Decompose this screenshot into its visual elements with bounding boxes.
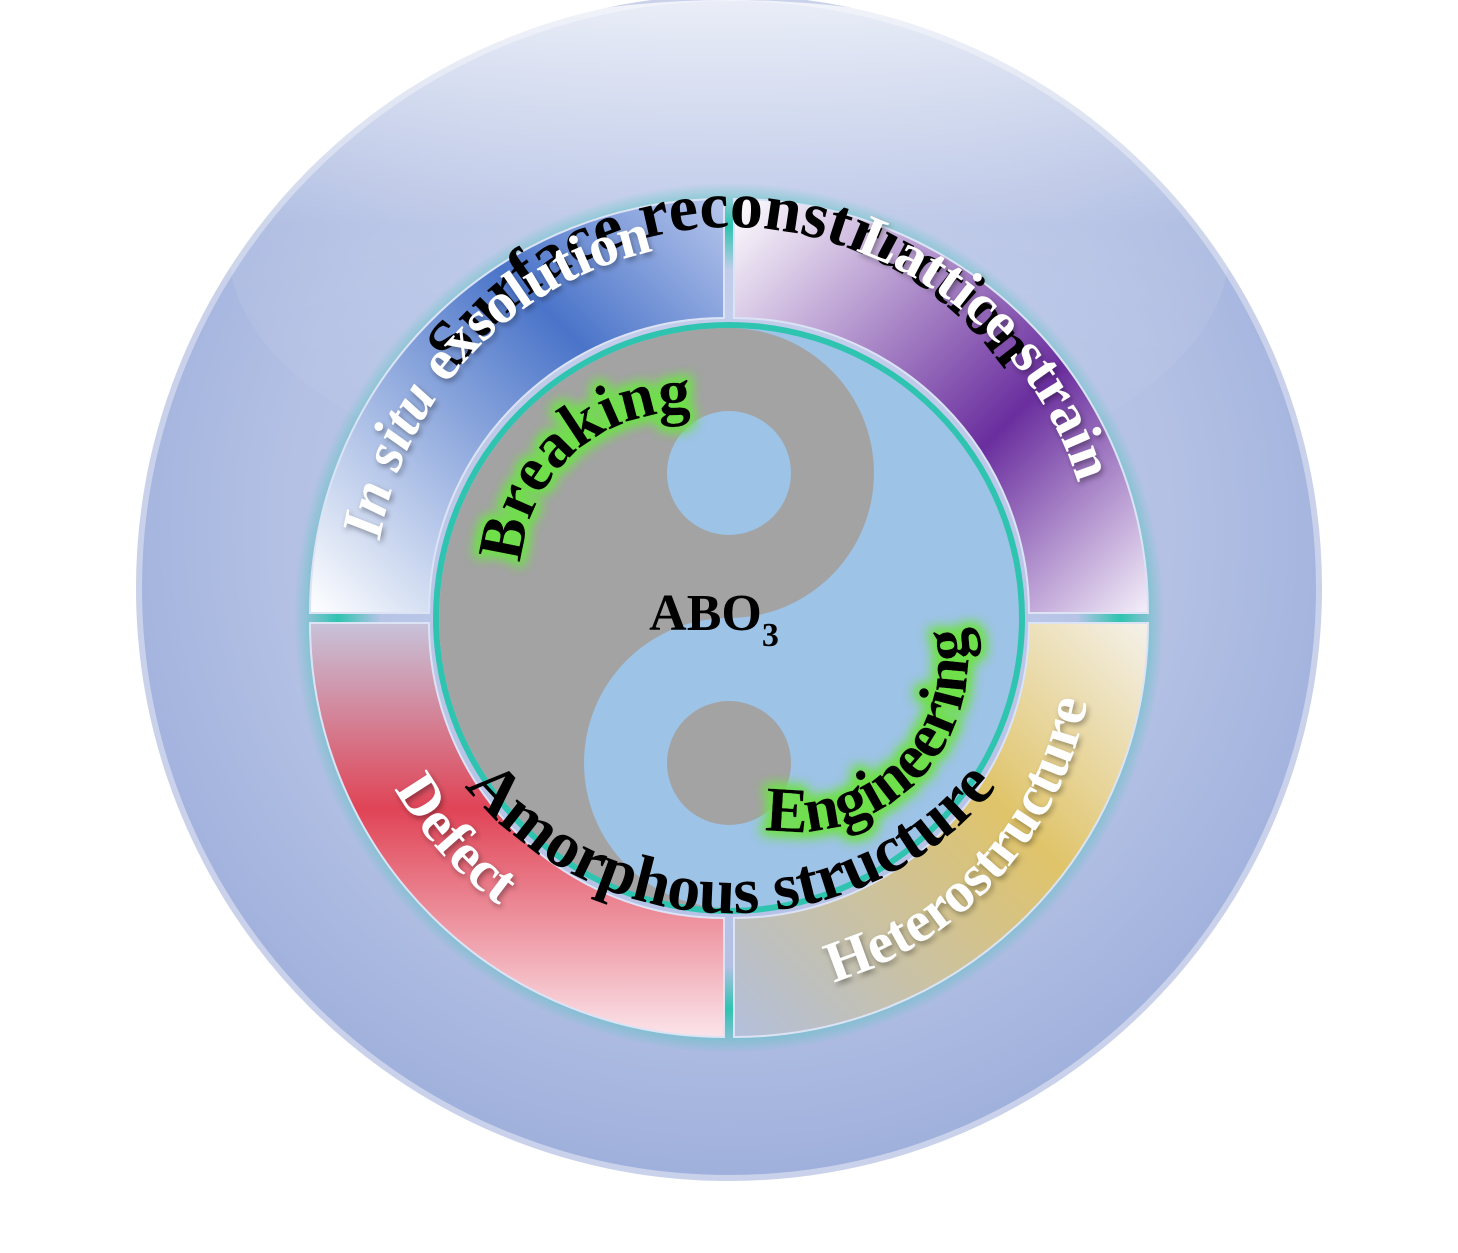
- segment-defect: [308, 622, 725, 1039]
- yang-dot: [667, 701, 791, 825]
- segment-heterostructure: [733, 622, 1150, 1039]
- segment-in-situ-exsolution: [308, 197, 725, 614]
- formula-subscript: 3: [762, 617, 779, 654]
- label-abo3-formula: ABO3: [649, 585, 779, 654]
- segment-lattice-strain: [733, 197, 1150, 614]
- yin-dot: [667, 411, 791, 535]
